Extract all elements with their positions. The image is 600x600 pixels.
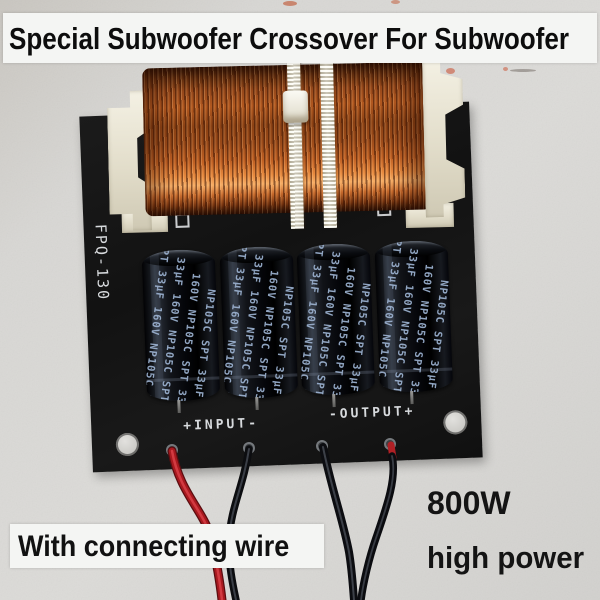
stain-mark — [283, 1, 297, 6]
power-rating-text: 800W — [427, 485, 511, 521]
stain-mark — [391, 0, 400, 4]
caption-banner: With connecting wire — [10, 524, 324, 568]
title-banner: Special Subwoofer Crossover For Subwoofe… — [3, 13, 597, 63]
title-text: Special Subwoofer Crossover For Subwoofe… — [9, 21, 569, 56]
caption-text: With connecting wire — [18, 530, 290, 563]
power-note-text: high power — [427, 540, 585, 575]
stain-mark — [446, 68, 455, 74]
stain-mark — [510, 69, 536, 72]
stain-mark — [503, 67, 508, 71]
solder-pads — [166, 438, 396, 456]
